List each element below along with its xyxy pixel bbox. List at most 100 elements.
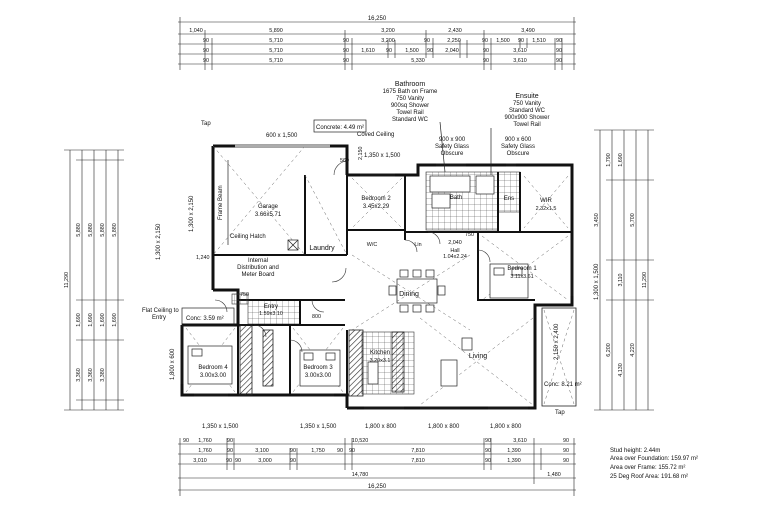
dim-top: 2,250 xyxy=(447,38,461,44)
tap-label: Tap xyxy=(201,121,211,127)
dim-bottom: 1,760 xyxy=(198,448,212,454)
dim-top: 90 xyxy=(343,38,349,44)
concrete-top-label: Concrete: 4.49 m² xyxy=(316,125,364,131)
room-size-bedroom1: 3.11x3.61 xyxy=(510,274,533,280)
dim-bottom: 90 xyxy=(337,448,343,454)
room-size-bedroom3: 3.00x3.00 xyxy=(305,373,332,379)
board-label: Meter Board xyxy=(241,272,274,278)
dim-right: 5,700 xyxy=(630,213,636,227)
board-label: Internal xyxy=(248,258,268,264)
dim-bottom: 1,480 xyxy=(547,472,561,478)
dim-bottom: 90 xyxy=(183,438,189,444)
dim-left: 5,880 xyxy=(88,223,94,237)
dim-left: 1,690 xyxy=(76,313,82,327)
conc-right-label: Conc: 8.21 m² xyxy=(544,382,582,388)
ensuite-spec: Towel Rail xyxy=(513,122,540,128)
room-name-dining: Dining xyxy=(399,291,419,298)
right-dimensions: 11,290 5,700 3,450 6,200 4,220 4,130 3,1… xyxy=(594,129,654,411)
window-label: 1,800 x 800 xyxy=(428,424,460,430)
dim-top: 3,490 xyxy=(521,28,535,34)
window-label: 1,350 x 1,500 xyxy=(364,153,401,159)
dim-top: 90 xyxy=(556,38,562,44)
window-label: 1,800 x 600 xyxy=(170,348,176,380)
dim-top: 1,610 xyxy=(361,48,375,54)
overall-width-top: 16,250 xyxy=(368,16,387,22)
window-label: 1,300 x 2,150 xyxy=(156,223,162,260)
dim-right: 4,220 xyxy=(630,343,636,357)
dim-bottom: 90 xyxy=(227,438,233,444)
dim-top: 2,040 xyxy=(445,48,459,54)
dim-top: 90 xyxy=(343,48,349,54)
room-name-kitchen: Kitchen xyxy=(370,350,390,356)
coved-ceiling-label: Coved Ceiling xyxy=(357,132,394,138)
top-dimensions: 16,250 1,040 5,890 3,200 2,430 3,490 90 … xyxy=(178,16,576,70)
building xyxy=(180,119,577,410)
window-label: 1,300 x 1,500 xyxy=(594,263,600,300)
dim-left: 1,690 xyxy=(112,313,118,327)
dim-left: 3,360 xyxy=(88,368,94,382)
dim-bottom: 90 xyxy=(485,448,491,454)
window-label: 1,800 x 800 xyxy=(490,424,522,430)
flat-ceiling-label: Entry xyxy=(152,315,166,321)
dim-top: 90 xyxy=(482,38,488,44)
dim-top: 90 xyxy=(556,58,562,64)
left-dimensions: 11,290 5,880 5,880 5,880 5,880 1,690 1,6… xyxy=(64,149,124,411)
dim-560: 560 xyxy=(340,158,349,164)
dim-top: 90 xyxy=(424,38,430,44)
dim-bottom: 3,010 xyxy=(193,458,207,464)
dim-bottom: 90 xyxy=(349,448,355,454)
dim-bottom: 3,100 xyxy=(255,448,269,454)
bathroom-spec: 1675 Bath on Frame xyxy=(383,89,438,95)
room-name-hall: Hall xyxy=(450,248,459,254)
room-size-hall: 1.04x2.24 xyxy=(443,254,467,260)
stud-height: Stud height: 2.44m xyxy=(610,448,660,454)
dim-top: 90 xyxy=(203,48,209,54)
window-label: 1,300 x 2,150 xyxy=(189,195,195,232)
dim-bottom: 90 xyxy=(563,438,569,444)
dim-top: 5,890 xyxy=(269,28,283,34)
dim-2150: 2,150 xyxy=(358,147,364,161)
room-labels: Garage 3.66x5.71 Laundry Bedroom 2 3.45x… xyxy=(198,195,556,379)
dim-top: 3,200 xyxy=(381,28,395,34)
room-size-entry: 1.59x3.10 xyxy=(259,311,283,317)
area-foundation: Area over Foundation: 159.97 m² xyxy=(610,456,698,462)
room-name-laundry: Laundry xyxy=(309,245,335,252)
dim-800: 800 xyxy=(312,314,321,320)
dim-right: 1,690 xyxy=(618,153,624,167)
dim-top: 90 xyxy=(483,48,489,54)
dim-bottom: 90 xyxy=(563,448,569,454)
tap-label: Tap xyxy=(555,410,565,416)
room-name-garage: Garage xyxy=(258,204,279,210)
dim-bottom: 3,610 xyxy=(513,438,527,444)
room-name-bath: Bath xyxy=(450,195,462,201)
ensuite-spec: Standard WC xyxy=(509,108,546,114)
dim-right: 6,200 xyxy=(606,343,612,357)
room-name-bedroom2: Bedroom 2 xyxy=(361,196,391,202)
dim-left: 5,880 xyxy=(100,223,106,237)
dim-top: 90 xyxy=(556,48,562,54)
dim-top: 2,430 xyxy=(448,28,462,34)
room-size-bedroom4: 3.00x3.00 xyxy=(200,373,227,379)
ensuite-spec: 900x900 Shower xyxy=(504,115,549,121)
dim-bottom: 10,520 xyxy=(352,438,369,444)
window-label: 1,800 x 800 xyxy=(365,424,397,430)
dim-bottom: 7,810 xyxy=(411,458,425,464)
dim-left: 1,690 xyxy=(88,313,94,327)
dim-top: 5,710 xyxy=(269,38,283,44)
room-name-wir: WIR xyxy=(540,198,552,204)
room-size-bedroom2: 3.45x2.29 xyxy=(363,204,390,210)
dim-right: 3,110 xyxy=(618,273,624,286)
flat-ceiling-label: Flat Ceiling to xyxy=(142,308,179,314)
dim-top: 90 xyxy=(203,38,209,44)
dim-top: 3,200 xyxy=(381,38,395,44)
dim-bottom: 1,390 xyxy=(507,448,521,454)
dim-bottom: 90 xyxy=(235,458,241,464)
window-label: 600 x 1,500 xyxy=(266,133,298,139)
dim-right: 3,450 xyxy=(594,213,600,227)
dim-left: 11,290 xyxy=(64,272,70,288)
dim-left: 3,360 xyxy=(76,368,82,382)
dim-bottom: 1,390 xyxy=(507,458,521,464)
bath-window-note: Obscure xyxy=(441,151,464,157)
dim-bottom: 90 xyxy=(290,448,296,454)
